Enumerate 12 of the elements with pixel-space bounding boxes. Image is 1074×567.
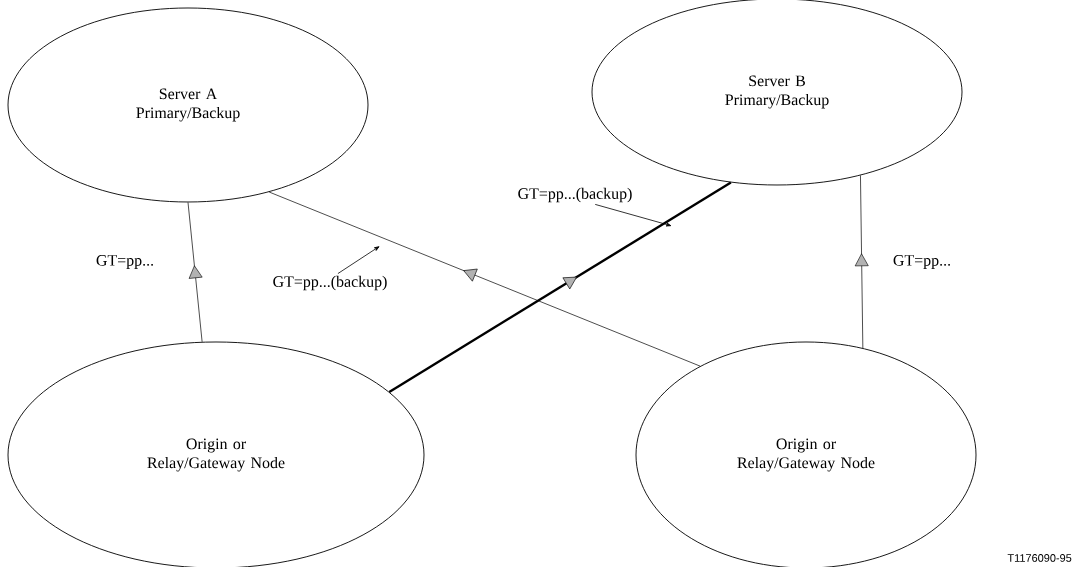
leader-line bbox=[594, 204, 672, 227]
arrow bbox=[187, 202, 203, 343]
arrow bbox=[268, 191, 701, 367]
edge-label: GT=pp... bbox=[94, 254, 156, 270]
arrow bbox=[854, 175, 869, 349]
ellipse-node: Server A Primary/Backup bbox=[7, 7, 369, 203]
leader-text: GT=pp...(backup) bbox=[273, 275, 387, 291]
edge-label: GT=pp... bbox=[891, 254, 953, 270]
leader-line bbox=[337, 246, 380, 274]
leader-text: GT=pp...(backup) bbox=[518, 187, 632, 203]
figure-code: T1176090-95 bbox=[1007, 554, 1072, 562]
arrow bbox=[388, 181, 732, 393]
